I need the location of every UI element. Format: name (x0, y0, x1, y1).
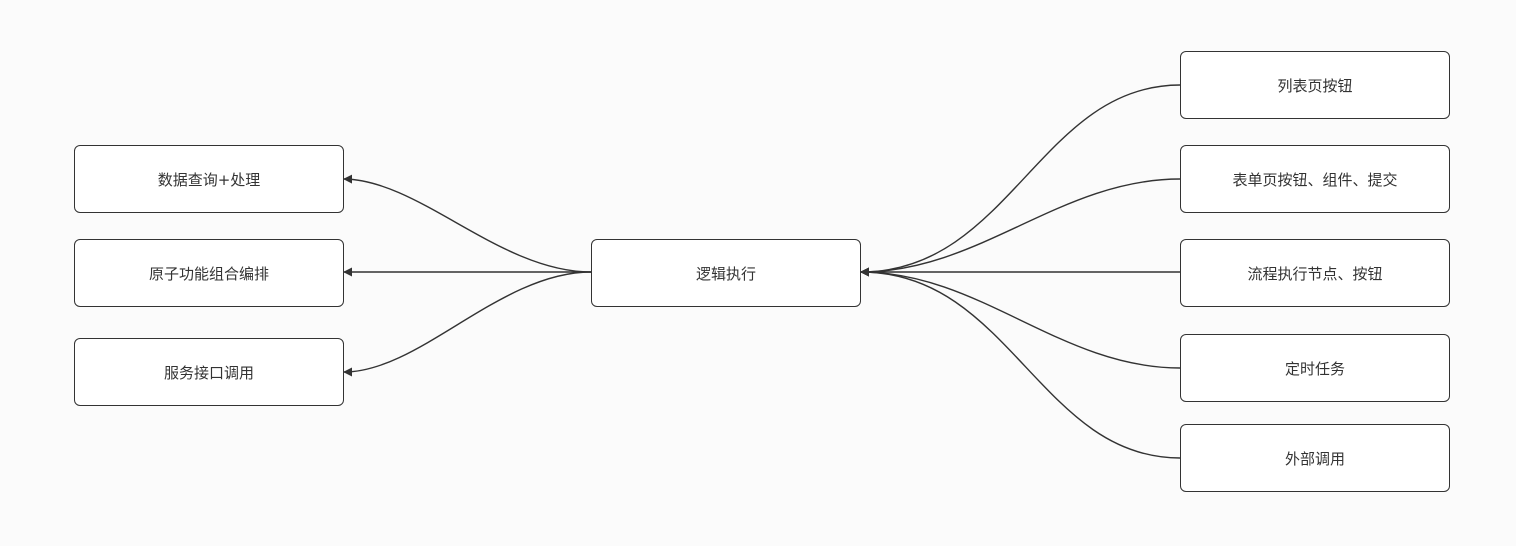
output-node-atomic-composition[interactable]: 原子功能组合编排 (74, 239, 344, 307)
input-node-list-page-button[interactable]: 列表页按钮 (1180, 51, 1450, 119)
output-node-service-call[interactable]: 服务接口调用 (74, 338, 344, 406)
input-node-label: 外部调用 (1284, 449, 1345, 468)
center-node-label: 逻辑执行 (695, 264, 756, 283)
output-node-label: 原子功能组合编排 (148, 264, 269, 283)
edge-input-1-to-center (860, 178, 1181, 277)
input-node-label: 表单页按钮、组件、提交 (1232, 170, 1398, 189)
output-node-label: 服务接口调用 (163, 363, 254, 382)
input-node-external-call[interactable]: 外部调用 (1180, 424, 1450, 492)
edge-input-4-to-center (860, 267, 1181, 459)
edge-input-0-to-center (860, 84, 1181, 277)
output-node-label: 数据查询+处理 (157, 170, 261, 189)
input-node-process-node[interactable]: 流程执行节点、按钮 (1180, 239, 1450, 307)
input-node-label: 定时任务 (1284, 359, 1345, 378)
input-node-label: 列表页按钮 (1277, 76, 1353, 95)
center-node-logic-execution[interactable]: 逻辑执行 (591, 239, 861, 307)
output-node-data-query[interactable]: 数据查询+处理 (74, 145, 344, 213)
input-node-scheduled-task[interactable]: 定时任务 (1180, 334, 1450, 402)
input-node-form-page[interactable]: 表单页按钮、组件、提交 (1180, 145, 1450, 213)
input-node-label: 流程执行节点、按钮 (1247, 264, 1383, 283)
edge-input-3-to-center (860, 267, 1181, 369)
edge-center-to-output-2 (343, 271, 592, 377)
edge-center-to-output-0 (343, 174, 592, 273)
